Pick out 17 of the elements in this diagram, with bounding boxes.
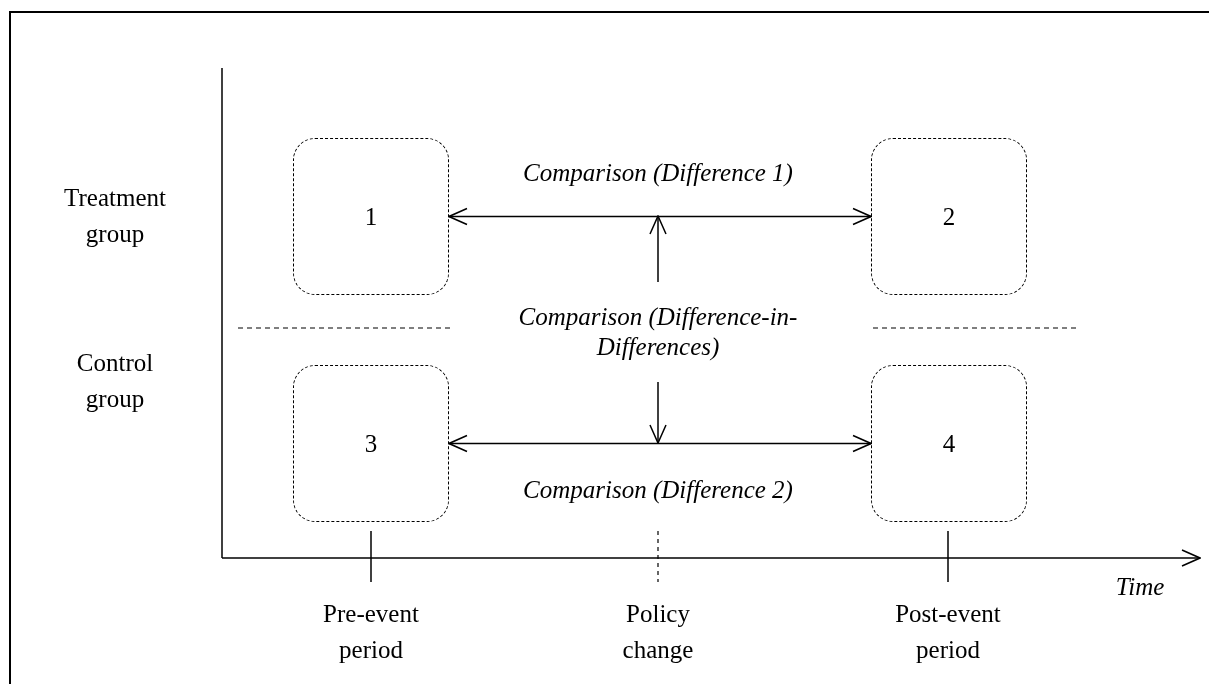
group-period-box: 4 [871,365,1027,522]
arrow [448,434,872,453]
period-label: Post-event period [894,599,1002,665]
comparison-text: Comparison (Difference-in-Differences) [508,282,808,382]
edge-label: Comparison (Difference 1) [522,158,794,188]
row-label: Control group [75,348,155,414]
axis-label: Time [1114,572,1166,602]
edge-label: Comparison (Difference 2) [522,475,794,505]
arrow [448,207,872,226]
period-label: Pre-event period [322,599,420,665]
period-label: Policy change [621,599,695,665]
group-period-box: 2 [871,138,1027,295]
row-label: Treatment group [63,183,167,249]
group-period-box: 1 [293,138,449,295]
group-period-box: 3 [293,365,449,522]
arrow [649,381,667,444]
arrow [649,215,667,283]
